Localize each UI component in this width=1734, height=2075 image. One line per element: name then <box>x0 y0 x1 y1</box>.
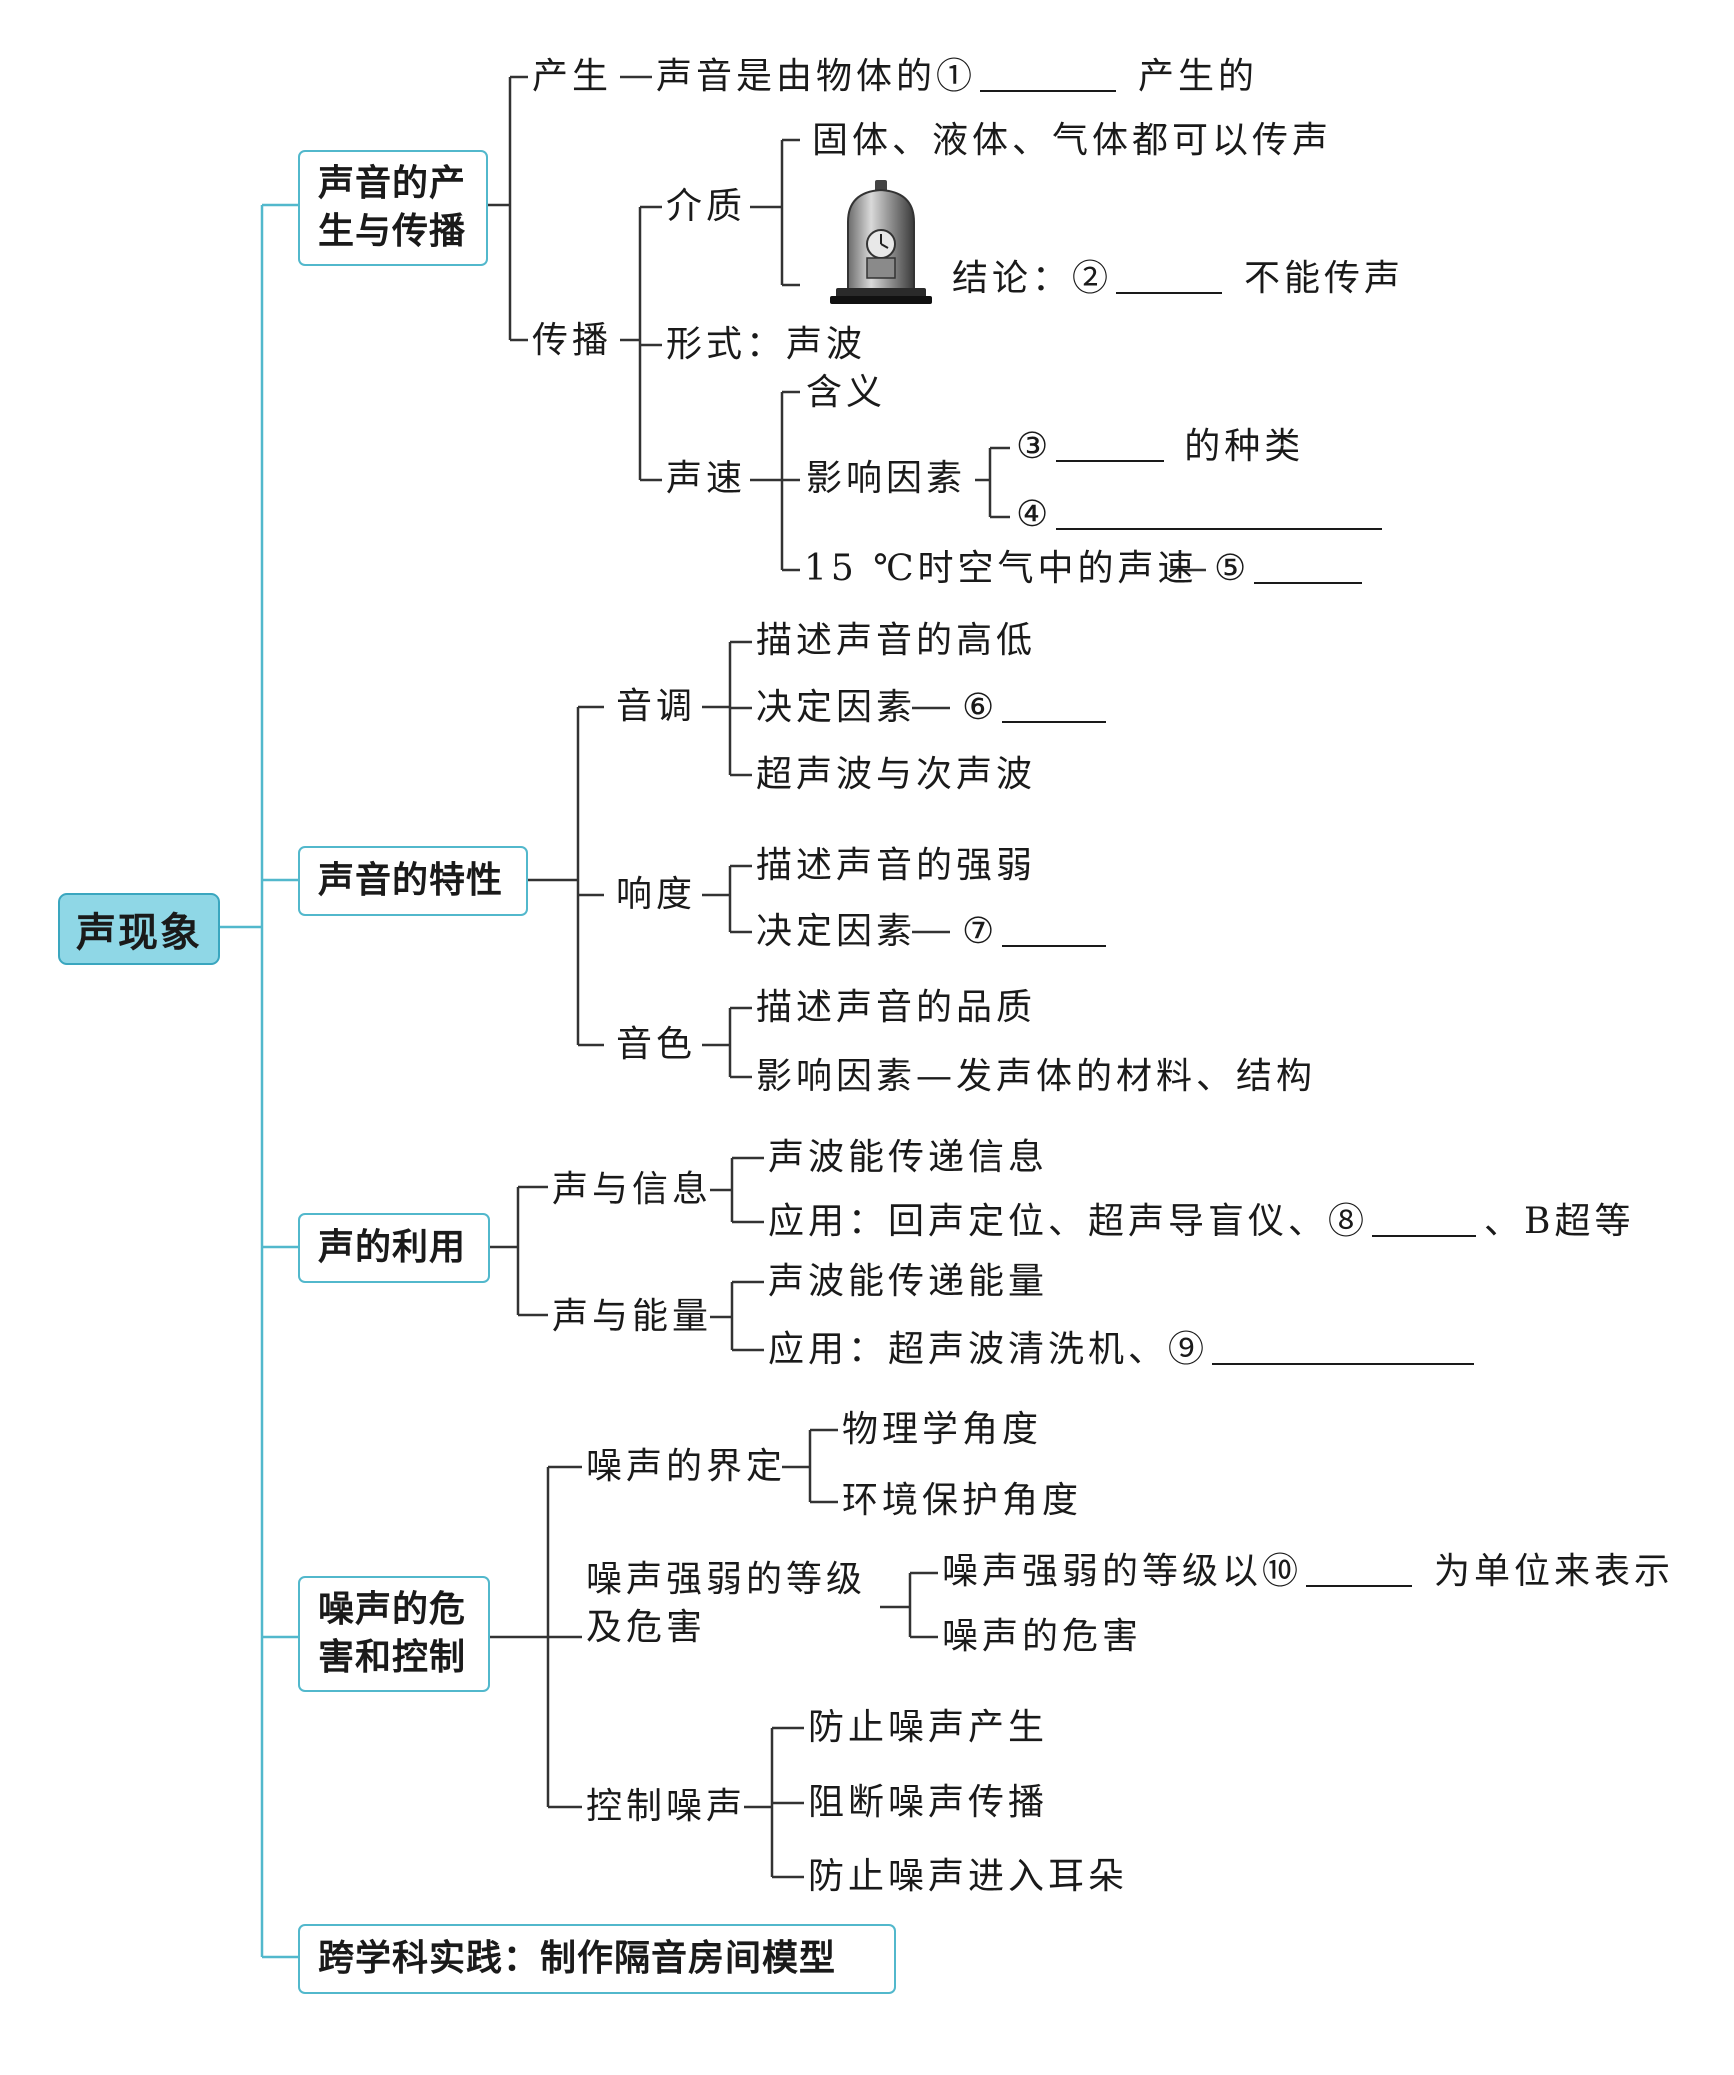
info-b-tail: 、B超等 <box>1484 1201 1635 1242</box>
node-noise-level-b: 噪声的危害 <box>942 1616 1143 1657</box>
blank-number-2: ② <box>1072 258 1113 299</box>
node-meaning: 含义 <box>806 372 887 413</box>
node-loudness-a: 描述声音的强弱 <box>756 845 1037 886</box>
medium-b-tail: 不能传声 <box>1244 258 1405 299</box>
blank-line-5 <box>1254 548 1363 584</box>
node-pitch-a: 描述声音的高低 <box>756 620 1037 661</box>
node-energy-a: 声波能传递能量 <box>768 1261 1049 1302</box>
node-medium: 介质 <box>666 186 747 227</box>
node-loudness-b-blank: ⑦ <box>962 911 1114 953</box>
section-sound-production: 声音的产 生与传播 <box>298 150 488 266</box>
blank-number-10: ⑩ <box>1262 1551 1303 1592</box>
node-info-a: 声波能传递信息 <box>768 1137 1049 1178</box>
produce-desc-text: 声音是由物体的 <box>656 56 937 97</box>
node-pitch-c: 超声波与次声波 <box>756 754 1037 795</box>
section-sound-characteristics: 声音的特性 <box>298 846 528 916</box>
node-noise-level-a: 噪声强弱的等级以⑩ 为单位来表示 <box>942 1551 1674 1593</box>
node-noise-control-c: 防止噪声进入耳朵 <box>808 1856 1129 1897</box>
blank-line-9 <box>1212 1329 1475 1365</box>
node-medium-b: 结论：② 不能传声 <box>952 258 1404 300</box>
node-loudness-b: 决定因素 <box>756 911 917 952</box>
node-loudness: 响度 <box>616 874 697 915</box>
bell-jar-icon <box>830 180 932 304</box>
node-info: 声与信息 <box>552 1169 713 1210</box>
section-interdisciplinary-practice: 跨学科实践：制作隔音房间模型 <box>298 1924 896 1994</box>
blank-number-1: ① <box>936 56 977 97</box>
node-energy-b: 应用：超声波清洗机、⑨ <box>768 1329 1482 1371</box>
medium-b-text: 结论： <box>952 258 1073 299</box>
node-noise-control-b: 阻断噪声传播 <box>808 1782 1049 1823</box>
section-noise-control: 噪声的危 害和控制 <box>298 1576 490 1692</box>
section-title-line2: 生与传播 <box>318 211 467 252</box>
node-noise-level-line2: 及危害 <box>586 1607 707 1648</box>
blank-number-4: ④ <box>1016 494 1053 535</box>
blank-line-1 <box>980 56 1117 92</box>
factor-a-tail: 的种类 <box>1184 426 1305 467</box>
node-speed-air: 15 ℃时空气中的声速 <box>804 548 1198 589</box>
level-a-text: 噪声强弱的等级以 <box>942 1551 1263 1592</box>
blank-line-10 <box>1306 1551 1413 1587</box>
energy-b-text: 应用：超声波清洗机、 <box>768 1329 1169 1370</box>
node-timbre-a: 描述声音的品质 <box>756 987 1037 1028</box>
node-noise-level-line1: 噪声强弱的等级 <box>586 1559 867 1600</box>
node-noise-control: 控制噪声 <box>586 1786 747 1827</box>
node-spread: 传播 <box>532 320 613 361</box>
blank-line-7 <box>1002 911 1107 947</box>
node-timbre: 音色 <box>616 1024 697 1065</box>
section-title-line1: 噪声的危 <box>318 1589 467 1630</box>
node-info-b: 应用：回声定位、超声导盲仪、⑧ 、B超等 <box>768 1201 1635 1243</box>
produce-tail-text: 产生的 <box>1138 56 1259 97</box>
blank-number-7: ⑦ <box>962 911 999 952</box>
blank-number-9: ⑨ <box>1168 1329 1209 1370</box>
node-energy: 声与能量 <box>552 1296 713 1337</box>
node-pitch-b: 决定因素 <box>756 687 917 728</box>
blank-number-8: ⑧ <box>1328 1201 1369 1242</box>
node-factors: 影响因素 <box>806 458 967 499</box>
section-title-line1: 声音的产 <box>318 163 467 204</box>
blank-line-3 <box>1056 426 1165 462</box>
root-node: 声现象 <box>58 893 220 965</box>
node-noise-define-a: 物理学角度 <box>842 1409 1043 1450</box>
node-noise-define-b: 环境保护角度 <box>842 1480 1083 1521</box>
node-factor-b: ④ <box>1016 494 1390 536</box>
section-title-line2: 害和控制 <box>318 1637 467 1678</box>
section-sound-usage: 声的利用 <box>298 1213 490 1283</box>
node-pitch-b-blank: ⑥ <box>962 687 1114 729</box>
blank-line-8 <box>1372 1201 1477 1237</box>
node-noise-define: 噪声的界定 <box>586 1446 787 1487</box>
node-noise-control-a: 防止噪声产生 <box>808 1707 1049 1748</box>
node-speed: 声速 <box>666 458 747 499</box>
blank-number-3: ③ <box>1016 426 1053 467</box>
node-pitch: 音调 <box>616 686 697 727</box>
info-b-text: 应用：回声定位、超声导盲仪、 <box>768 1201 1329 1242</box>
blank-number-5: ⑤ <box>1214 548 1251 589</box>
blank-number-6: ⑥ <box>962 687 999 728</box>
node-speed-air-blank: ⑤ <box>1214 548 1370 590</box>
blank-line-2 <box>1116 258 1223 294</box>
node-timbre-b: 影响因素—发声体的材料、结构 <box>756 1056 1317 1097</box>
node-medium-a: 固体、液体、气体都可以传声 <box>812 120 1333 161</box>
node-factor-a: ③ 的种类 <box>1016 426 1304 468</box>
blank-line-4 <box>1056 494 1383 530</box>
blank-line-6 <box>1002 687 1107 723</box>
node-form: 形式：声波 <box>666 324 867 365</box>
node-produce-desc: 声音是由物体的① 产生的 <box>656 56 1258 98</box>
level-a-tail: 为单位来表示 <box>1434 1551 1675 1592</box>
node-produce: 产生 <box>532 56 613 97</box>
